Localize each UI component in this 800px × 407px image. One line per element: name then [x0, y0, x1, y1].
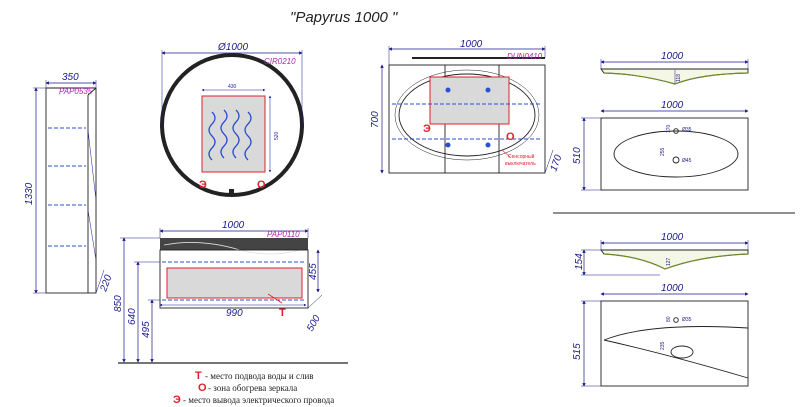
basin-bottom-plan-depth: 515 [572, 343, 583, 360]
wall-cabinet-heating-panel [429, 76, 510, 125]
side-cabinet-outline [45, 87, 97, 294]
basin-top-plan-depth: 510 [572, 147, 583, 164]
sensor-label-2: выключатель [505, 161, 536, 167]
vanity-height-640: 640 [127, 308, 138, 325]
basin-top-views: 1000 118 Ø35 Ø45 170 255 1000 510 [572, 51, 749, 191]
side-cabinet-depth: 220 [98, 273, 115, 294]
mirror-view: Ø1000 CIR0210 430 520 Э О [160, 42, 304, 197]
basin-top-bowl [613, 130, 739, 178]
vanity-height-455: 455 [308, 263, 319, 280]
mirror-diameter: Ø1000 [217, 42, 248, 53]
vanity-countertop [160, 238, 308, 250]
drawing-title: "Papyrus 1000 " [290, 9, 398, 26]
basin-top-dim-b: 255 [660, 147, 666, 156]
vanity-depth: 500 [305, 313, 323, 333]
wall-cabinet-mark-e: Э [423, 123, 431, 135]
legend-text-3: - место вывода электрического провода [183, 395, 334, 405]
basin-bottom-drain [670, 345, 694, 359]
side-cabinet-height: 1330 [24, 182, 35, 205]
vanity-view: Т 1000 PAP0110 990 455 500 850 640 495 [113, 220, 348, 364]
basin-bottom-side-width: 1000 [661, 232, 684, 243]
legend-symbol-3: Э [173, 394, 181, 406]
vanity-body [159, 249, 309, 309]
basin-bottom-side-height: 154 [574, 253, 585, 270]
basin-top-side-width: 1000 [661, 51, 684, 62]
wall-cabinet-outline [388, 64, 546, 174]
wall-cabinet-mirror-ellipse [398, 73, 536, 157]
basin-top-plan-width: 1000 [661, 100, 684, 111]
vanity-inner-width: 990 [226, 308, 243, 319]
basin-bottom-hole-1: Ø35 [682, 317, 692, 323]
basin-top-hole-1: Ø35 [682, 127, 692, 133]
mirror-panel-width: 430 [228, 84, 237, 90]
side-cabinet-code: PAP0535 [59, 87, 93, 96]
basin-bottom-plan-outline [600, 300, 749, 387]
vanity-height-495: 495 [141, 321, 152, 338]
basin-top-side-profile [600, 68, 749, 85]
wall-cabinet-width: 1000 [460, 39, 483, 50]
basin-top-side-height: 118 [676, 74, 682, 82]
legend: Т - место подвода воды и слив О - зона о… [173, 370, 334, 406]
side-cabinet-view: 350 PAP0535 1330 220 [24, 72, 115, 294]
mirror-switch [229, 189, 234, 194]
vanity-width: 1000 [222, 220, 245, 231]
side-cabinet-width: 350 [62, 72, 79, 83]
legend-symbol-2: О [198, 382, 207, 394]
basin-bottom-views: 1000 154 127 Ø35 80 235 1000 515 [572, 232, 749, 387]
basin-bottom-dim-b: 235 [660, 341, 666, 350]
vanity-drawer-panel [166, 267, 303, 299]
wall-cabinet-view: Э О Сенсорный выключатель 1000 DUN0410 7… [370, 39, 565, 174]
mirror-mark-e: Э [199, 179, 207, 191]
mirror-code: CIR0210 [264, 57, 296, 66]
wall-cabinet-height: 700 [370, 111, 381, 128]
legend-text-1: - место подвода воды и слив [205, 371, 314, 381]
vanity-code: PAP0110 [267, 230, 300, 239]
mirror-heating-panel [201, 95, 266, 173]
mirror-panel-height: 520 [274, 131, 280, 140]
basin-bottom-side-inner: 127 [666, 257, 672, 266]
basin-top-dim-a: 170 [666, 124, 672, 133]
basin-top-plan-outline [600, 117, 749, 191]
legend-text-2: - зона обогрева зеркала [208, 383, 297, 393]
basin-top-hole-2: Ø45 [682, 158, 692, 164]
basin-bottom-dim-a: 80 [666, 316, 672, 322]
wall-cabinet-code: DUN0410 [507, 52, 543, 61]
vanity-height-850: 850 [113, 295, 124, 312]
basin-bottom-plan-width: 1000 [661, 283, 684, 294]
side-cabinet-door-edge [87, 87, 97, 293]
legend-symbol-1: Т [195, 370, 202, 382]
sensor-label-1: Сенсорный [508, 153, 535, 160]
wall-cabinet-mark-o: О [506, 131, 515, 143]
mirror-mark-o: О [257, 179, 266, 191]
vanity-mark-t: Т [279, 307, 286, 319]
